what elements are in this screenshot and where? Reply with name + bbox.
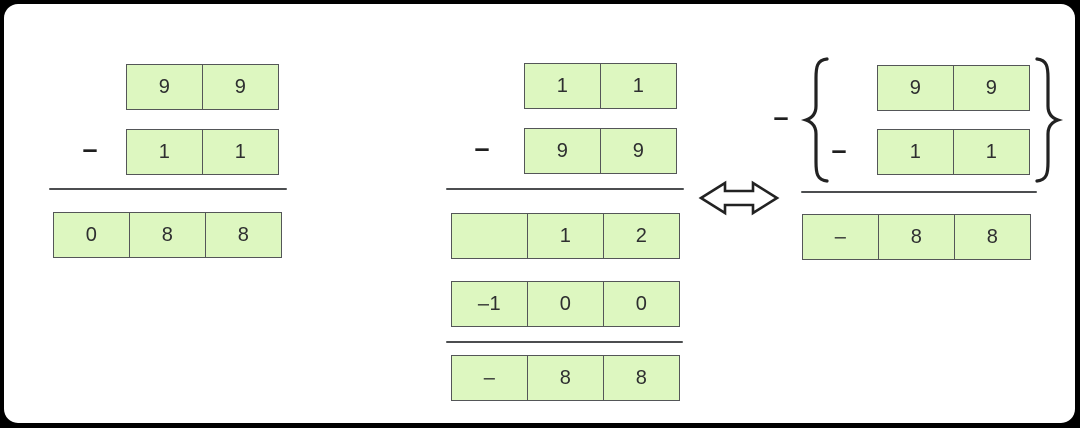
digit-cell: 8 xyxy=(879,214,955,260)
outer-minus-sign: – xyxy=(773,102,789,132)
digit-cell: 8 xyxy=(206,212,282,258)
inner-minus-sign: – xyxy=(831,135,847,165)
digit-cell: 8 xyxy=(604,355,680,401)
subtrahend-row: 1 1 xyxy=(877,129,1030,175)
minus-sign: – xyxy=(82,134,98,164)
digit-cell: – xyxy=(451,355,528,401)
minus-sign: – xyxy=(474,133,490,163)
digit-cell: 8 xyxy=(528,355,604,401)
digit-cell: 8 xyxy=(130,212,206,258)
minuend-row: 9 9 xyxy=(126,64,279,110)
digit-cell: 2 xyxy=(604,213,680,259)
digit-cell: 9 xyxy=(203,64,279,110)
digit-cell: 9 xyxy=(954,65,1030,111)
digit-cell: 9 xyxy=(877,65,954,111)
digit-cell: – xyxy=(802,214,879,260)
curly-brace-close-icon xyxy=(1035,57,1064,183)
result-row: – 8 8 xyxy=(802,214,1031,260)
digit-cell: 1 xyxy=(126,129,203,175)
digit-cell: 1 xyxy=(524,63,601,109)
equals-rule xyxy=(446,341,683,344)
minuend-row: 1 1 xyxy=(524,63,677,109)
digit-cell: 8 xyxy=(955,214,1031,260)
digit-cell: 9 xyxy=(524,128,601,174)
equals-rule xyxy=(49,188,287,191)
digit-cell: 1 xyxy=(528,213,604,259)
minuend-row: 9 9 xyxy=(877,65,1030,111)
partial-row-high-digits: 1 2 xyxy=(451,213,680,259)
digit-cell: 1 xyxy=(877,129,954,175)
partial-row-borrow: –1 0 0 xyxy=(451,281,680,327)
subtrahend-row: 9 9 xyxy=(524,128,677,174)
canvas: 9 9 – 1 1 0 8 8 1 1 – 9 9 1 2 xyxy=(4,4,1075,423)
digit-cell: 0 xyxy=(604,281,680,327)
double-headed-arrow-icon xyxy=(698,180,780,216)
digit-cell: 1 xyxy=(601,63,677,109)
curly-brace-open-icon xyxy=(800,57,829,183)
digit-cell: 1 xyxy=(203,129,279,175)
result-row: 0 8 8 xyxy=(53,212,282,258)
equals-rule xyxy=(801,191,1037,194)
result-row: – 8 8 xyxy=(451,355,680,401)
digit-cell: 0 xyxy=(528,281,604,327)
digit-cell: 9 xyxy=(601,128,677,174)
digit-cell: –1 xyxy=(451,281,528,327)
equals-rule xyxy=(446,188,684,191)
digit-cell: 1 xyxy=(954,129,1030,175)
digit-cell: 9 xyxy=(126,64,203,110)
subtrahend-row: 1 1 xyxy=(126,129,279,175)
digit-cell: 0 xyxy=(53,212,130,258)
digit-cell xyxy=(451,213,528,259)
